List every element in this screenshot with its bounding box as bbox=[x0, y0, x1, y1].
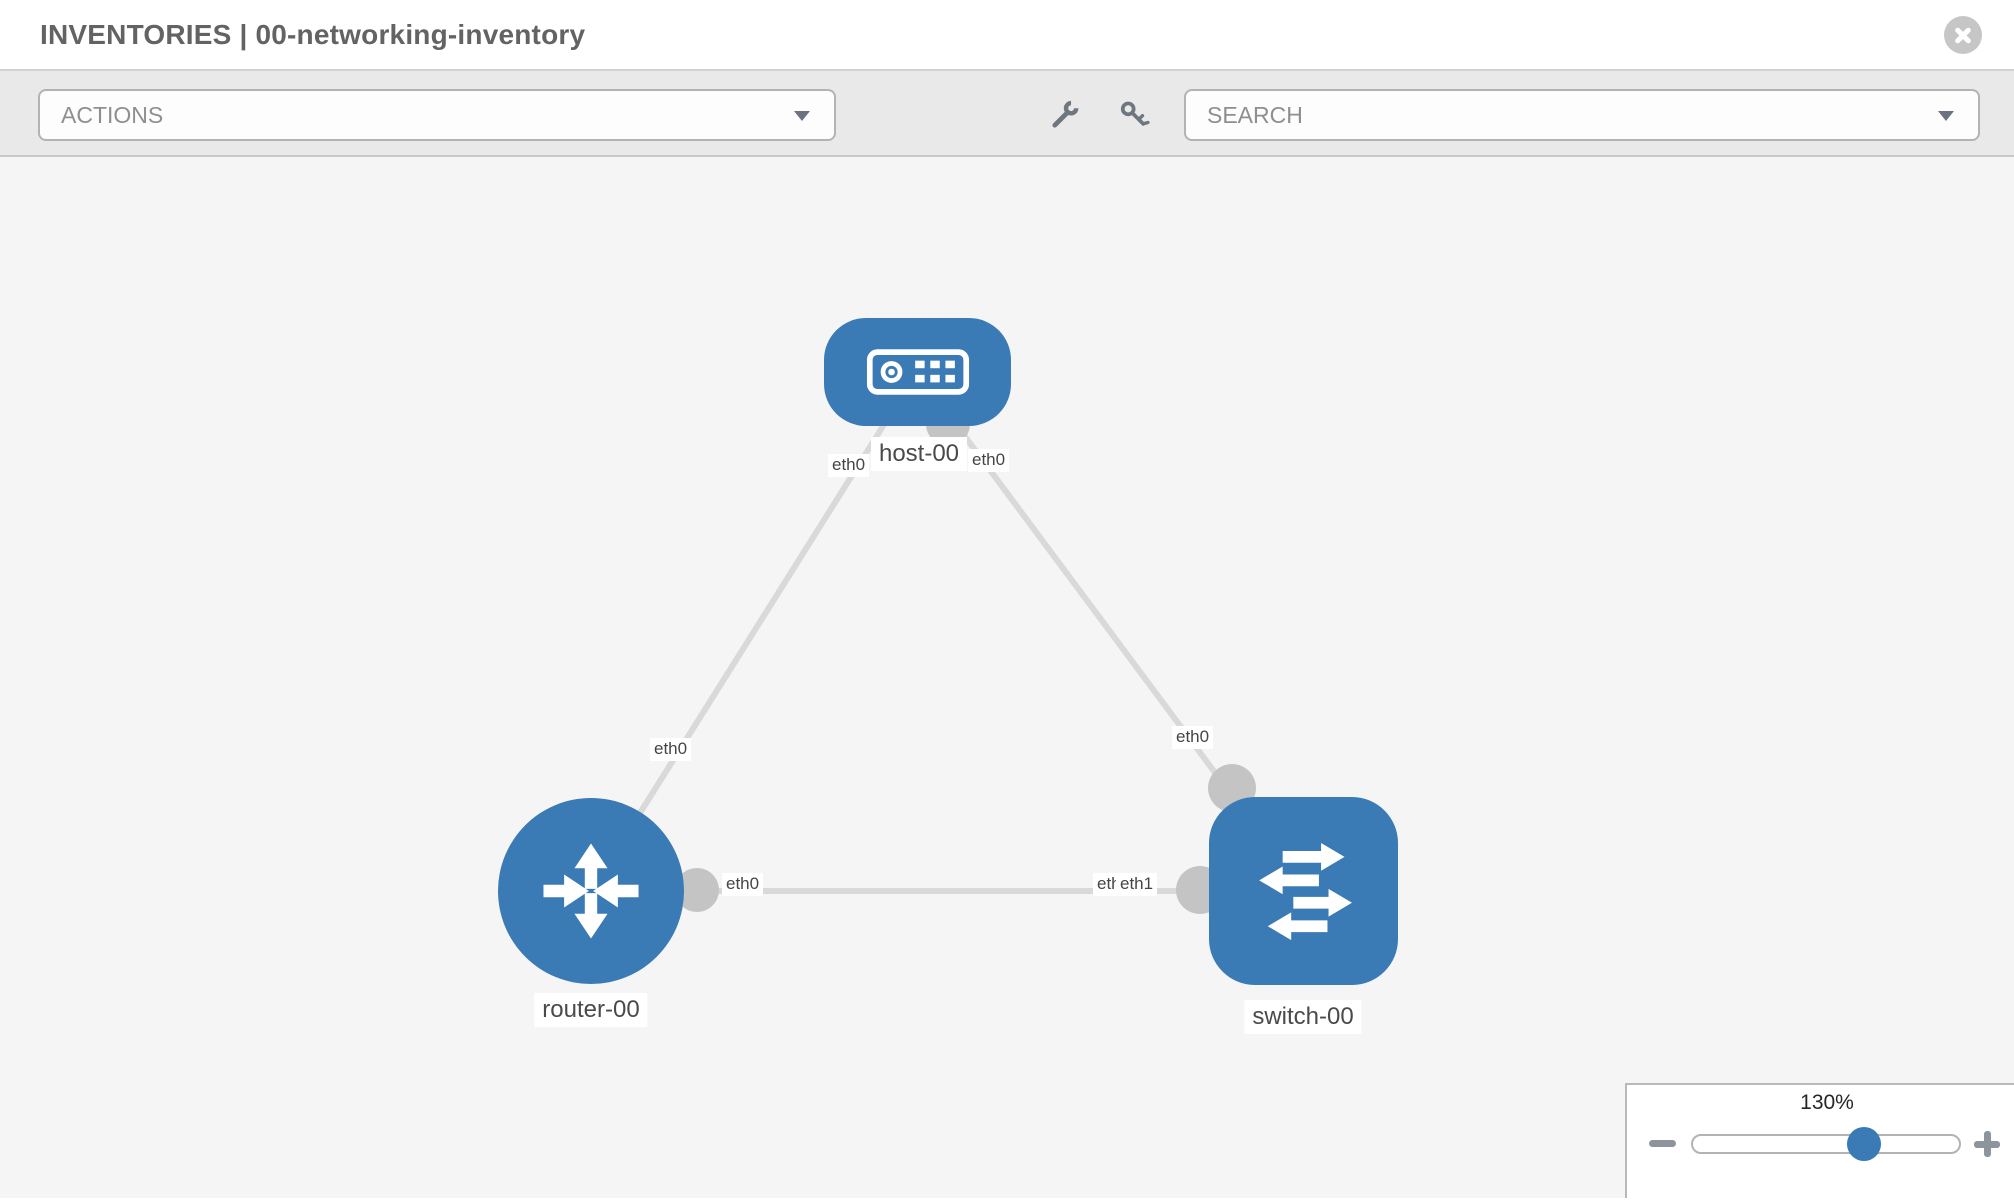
key-icon bbox=[1120, 101, 1150, 126]
chevron-down-icon bbox=[1938, 111, 1954, 121]
interface-label-eth0: eth0 bbox=[828, 454, 870, 477]
switch-icon bbox=[1258, 843, 1352, 941]
router-icon bbox=[543, 843, 639, 939]
interface-bubble-router[interactable] bbox=[675, 868, 719, 912]
topology-canvas[interactable]: host-00 router-00 switch-00 eth0 eth0 et… bbox=[0, 157, 2014, 1198]
close-button[interactable] bbox=[1944, 16, 1982, 54]
interface-label-eth0: eth0 bbox=[968, 449, 1010, 472]
interface-label-eth0: eth0 bbox=[1172, 726, 1214, 749]
links-layer bbox=[588, 370, 1306, 914]
node-host-00[interactable] bbox=[824, 318, 1011, 426]
interface-label-eth1: eth1 bbox=[1116, 873, 1158, 896]
host-icon bbox=[866, 349, 969, 395]
page-title: INVENTORIES | 00-networking-inventory bbox=[40, 19, 586, 50]
page-header: INVENTORIES | 00-networking-inventory bbox=[0, 0, 2014, 71]
actions-dropdown-label: ACTIONS bbox=[61, 102, 164, 128]
node-label-host: host-00 bbox=[870, 437, 968, 471]
node-label-router: router-00 bbox=[534, 993, 648, 1027]
zoom-in-icon[interactable] bbox=[1974, 1131, 2000, 1157]
zoom-level-value: 130% bbox=[1800, 1091, 1854, 1114]
search-dropdown-label: SEARCH bbox=[1207, 102, 1303, 128]
zoom-slider-knob[interactable] bbox=[1847, 1127, 1881, 1161]
credentials-button[interactable] bbox=[1118, 98, 1152, 132]
zoom-out-icon[interactable] bbox=[1649, 1140, 1676, 1147]
wrench-icon bbox=[1052, 100, 1079, 128]
actions-dropdown[interactable]: ACTIONS bbox=[38, 89, 836, 141]
node-label-switch: switch-00 bbox=[1244, 1000, 1362, 1034]
configure-button[interactable] bbox=[1048, 98, 1082, 132]
interface-label-eth0: eth0 bbox=[650, 738, 692, 761]
toolbar: ACTIONS SEARCH bbox=[0, 71, 2014, 157]
zoom-control-panel: 130% bbox=[1625, 1083, 2014, 1198]
zoom-slider-track[interactable] bbox=[1691, 1134, 1961, 1154]
node-switch-00[interactable] bbox=[1209, 797, 1398, 985]
chevron-down-icon bbox=[794, 111, 810, 121]
plus-icon-bar bbox=[1983, 1131, 1991, 1157]
interface-label-eth0: eth0 bbox=[722, 873, 764, 896]
node-router-00[interactable] bbox=[498, 798, 684, 984]
search-dropdown[interactable]: SEARCH bbox=[1184, 89, 1980, 141]
